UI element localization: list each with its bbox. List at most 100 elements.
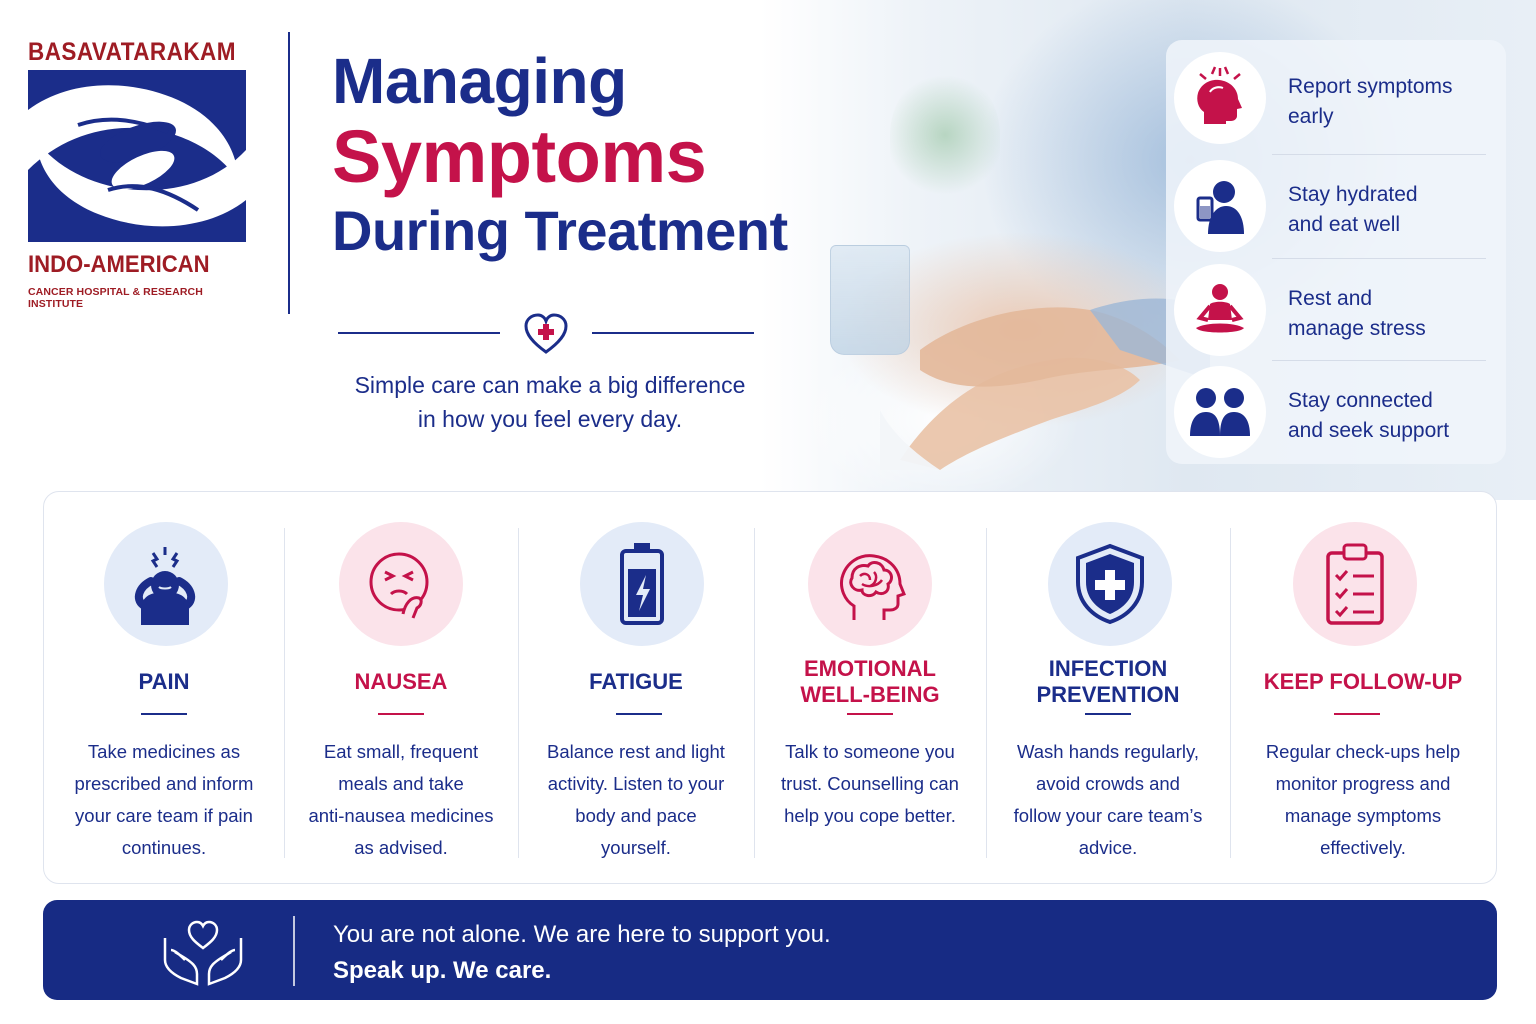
card-title-underline [1085,713,1131,715]
tip-line-2: and seek support [1288,419,1450,442]
page-title: Managing Symptoms During Treatment [332,45,802,265]
card-pain: PAIN Take medicines as prescribed and in… [44,492,284,885]
tip-connected: Stay connected and seek support [1174,360,1490,460]
card-body-line: follow your care team’s [1013,805,1203,826]
tip-line-1: Stay hydrated [1288,183,1418,206]
card-body: Regular check-ups help monitor progress … [1230,736,1496,864]
card-body-line: as advised. [354,837,448,858]
card-emotional-well-being: EMOTIONAL WELL-BEING Talk to someone you… [754,492,986,885]
tagline: Simple care can make a big difference in… [320,368,780,436]
tip-line-1: Rest and [1288,287,1373,310]
battery-icon [580,522,704,646]
card-body-line: manage symptoms [1284,805,1442,826]
card-title-underline [616,713,662,715]
tip-text: Stay hydrated and eat well [1288,180,1488,240]
banner-message: You are not alone. We are here to suppor… [333,921,831,948]
card-separator [518,528,519,858]
card-body-line: yourself. [601,837,671,858]
card-title-underline [847,713,893,715]
card-body-line: body and pace [575,805,697,826]
card-title-line-1: EMOTIONAL [803,656,936,681]
title-line-1: Managing [332,45,627,117]
card-body: Talk to someone you trust. Counselling c… [754,736,986,832]
person-drinking-icon [1174,160,1266,252]
card-title-line-1: INFECTION [1048,656,1168,681]
brain-head-icon [808,522,932,646]
support-banner: You are not alone. We are here to suppor… [43,900,1497,1000]
divider-line-right [592,332,754,334]
card-body: Eat small, frequent meals and take anti-… [284,736,518,864]
card-title-line-2: PREVENTION [1036,682,1180,707]
tagline-line-2: in how you feel every day. [417,406,683,432]
card-body-line: Eat small, frequent [323,741,479,762]
card-fatigue: FATIGUE Balance rest and light activity.… [518,492,754,885]
title-divider [338,312,754,354]
card-body-line: Talk to someone you [785,741,955,762]
meditation-icon [1174,264,1266,356]
card-title: NAUSEA [354,669,448,694]
logo-divider [288,32,290,314]
hospital-logo: BASAVATARAKAM INDO-AMERICAN CANCER HOSPI… [28,38,250,310]
people-icon [1174,366,1266,458]
card-body-line: effectively. [1320,837,1406,858]
card-body-line: prescribed and inform [74,773,254,794]
card-nausea: NAUSEA Eat small, frequent meals and tak… [284,492,518,885]
holding-hands-illustration [880,298,1210,470]
card-separator [754,528,755,858]
title-line-3: During Treatment [332,199,788,262]
banner-divider [293,916,295,986]
card-body-line: advice. [1078,837,1138,858]
card-title: FATIGUE [589,669,683,694]
water-glass-photo-detail [830,245,910,355]
clipboard-checklist-icon [1293,522,1417,646]
divider-line-left [338,332,500,334]
card-body-line: activity. Listen to your [547,773,725,794]
card-body-line: continues. [121,837,207,858]
tip-hydrated: Stay hydrated and eat well [1174,154,1490,254]
card-title: PAIN [138,669,190,694]
tip-line-1: Report symptoms [1288,75,1453,98]
tip-text: Rest and manage stress [1288,284,1488,344]
card-infection-prevention: INFECTION PREVENTION Wash hands regularl… [986,492,1230,885]
tip-line-2: and eat well [1288,213,1401,236]
tagline-line-1: Simple care can make a big difference [354,372,746,398]
hands-heart-icon [163,920,243,986]
title-line-2: Symptoms [332,115,707,198]
card-title-line-2: WELL-BEING [800,682,940,707]
card-body: Balance rest and light activity. Listen … [518,736,754,864]
card-body-line: meals and take [338,773,464,794]
card-title-underline [1334,713,1380,715]
tip-line-2: early [1288,105,1334,128]
card-separator [1230,528,1231,858]
card-title-underline [378,713,424,715]
tip-report-symptoms: Report symptoms early [1174,46,1490,146]
symptom-cards-panel: PAIN Take medicines as prescribed and in… [43,491,1497,884]
tip-separator [1272,154,1486,155]
stressed-person-icon [104,522,228,646]
card-body-line: Regular check-ups help [1265,741,1461,762]
card-body-line: help you cope better. [784,805,956,826]
card-body-line: your care team if pain [75,805,253,826]
card-keep-follow-up: KEEP FOLLOW-UP Regular check-ups help mo… [1230,492,1496,885]
tip-text: Report symptoms early [1288,72,1488,132]
tip-text: Stay connected and seek support [1288,386,1488,446]
card-body-line: anti-nausea medicines [308,805,494,826]
card-body-line: Balance rest and light [547,741,725,762]
card-body: Wash hands regularly, avoid crowds and f… [986,736,1230,864]
logo-top-text: BASAVATARAKAM [28,38,236,66]
banner-slogan: Speak up. We care. [333,957,552,984]
heart-cross-icon [524,313,568,354]
tip-separator [1272,360,1486,361]
card-body-line: Take medicines as [87,741,241,762]
card-body-line: avoid crowds and [1036,773,1180,794]
tip-line-1: Stay connected [1288,389,1433,412]
card-separator [986,528,987,858]
plant-photo-detail [890,70,1000,200]
card-body-line: trust. Counselling can [781,773,959,794]
card-body: Take medicines as prescribed and inform … [44,736,284,864]
card-title: INFECTION PREVENTION [986,652,1230,712]
logo-bottom-text: CANCER HOSPITAL & RESEARCH INSTITUTE [28,286,203,310]
shield-cross-icon [1048,522,1172,646]
card-title: KEEP FOLLOW-UP [1263,669,1463,694]
card-title-underline [141,713,187,715]
